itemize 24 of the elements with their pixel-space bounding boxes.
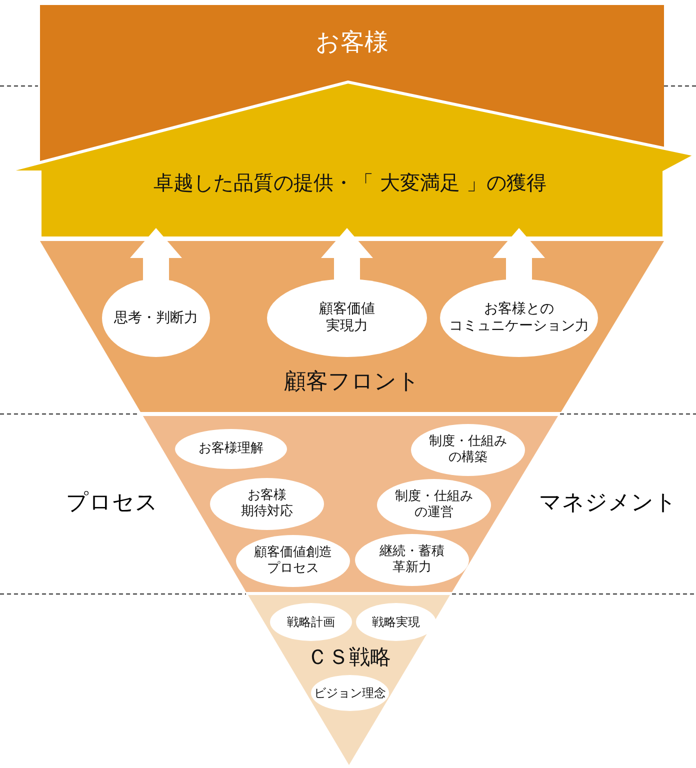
tier-title: ＣＳ戦略: [306, 644, 392, 670]
oval-label: お客様とのコミュニケーション力: [440, 279, 598, 357]
oval-label: 制度・仕組みの運営: [377, 479, 491, 531]
customer-block: [40, 5, 664, 163]
block-title: お客様: [314, 27, 390, 57]
block-arrow: [493, 228, 545, 281]
oval-label: お客様理解: [175, 429, 287, 469]
triangle-tier: [248, 595, 450, 765]
side-label: プロセス: [65, 489, 159, 517]
side-label: マネジメント: [538, 489, 678, 517]
banner-text: 卓越した品質の提供・「 大変満足 」の獲得: [152, 170, 548, 196]
oval-label: お客様期待対応: [210, 478, 324, 530]
oval-label: ビジョン理念: [311, 675, 389, 711]
oval-label: 顧客価値実現力: [267, 279, 427, 357]
oval-label: 戦略実現: [356, 603, 436, 641]
trapezoid-band: [40, 241, 664, 412]
oval-label: 顧客価値創造プロセス: [236, 535, 350, 587]
oval-label: 戦略計画: [270, 603, 352, 641]
block-arrow: [130, 228, 182, 281]
oval-label: 制度・仕組みの構築: [411, 424, 525, 476]
band-title: 顧客フロント: [283, 368, 421, 396]
oval-label: 継続・蓄積革新力: [355, 534, 469, 586]
block-arrow: [321, 228, 373, 281]
oval-label: 思考・判断力: [102, 279, 210, 357]
